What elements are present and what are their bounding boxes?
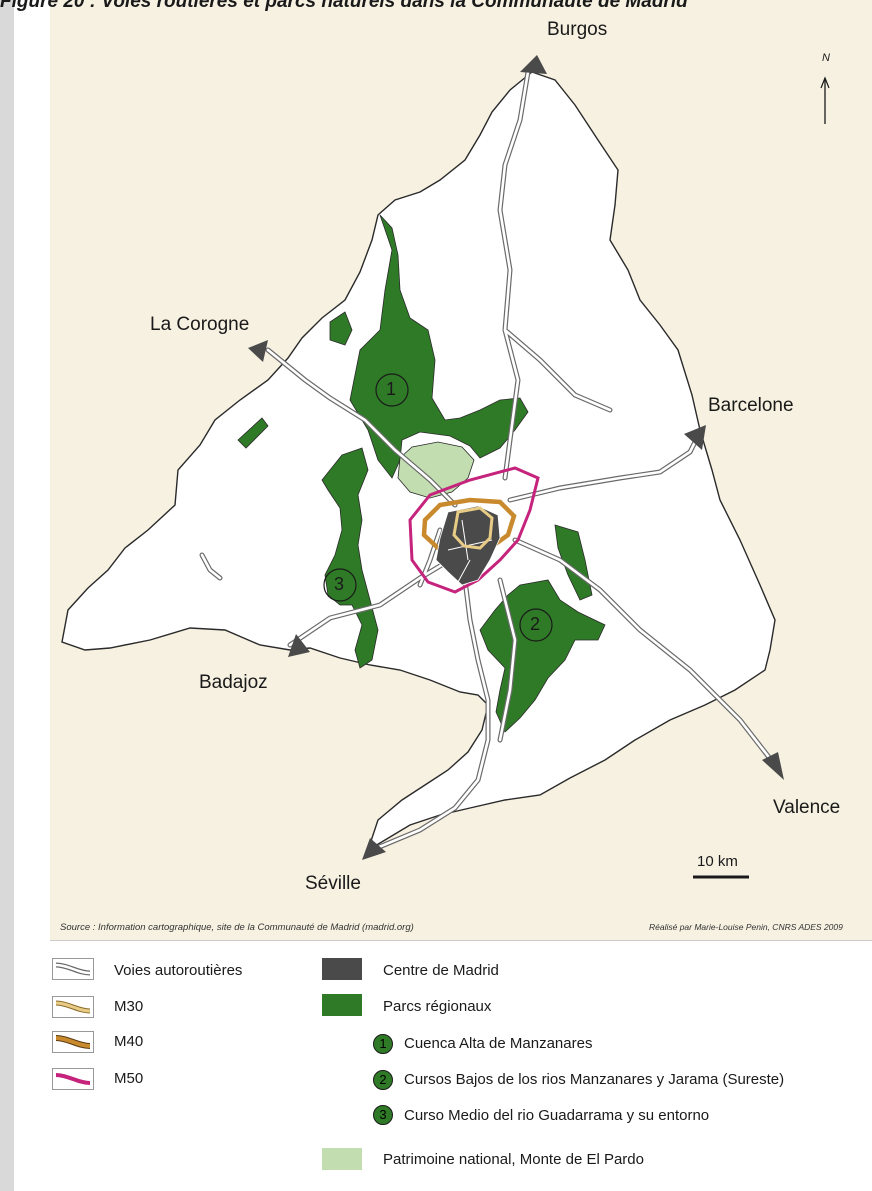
legend-symbol-parcs [322, 994, 362, 1016]
legend-park-label-2: Cursos Bajos de los rios Manzanares y Ja… [404, 1071, 785, 1088]
legend-label-parcs: Parcs régionaux [383, 998, 492, 1015]
city-label-valence: Valence [773, 797, 841, 818]
legend-symbol-m40 [52, 1031, 94, 1053]
park-guadarrama-extra [237, 417, 269, 449]
legend-park-num-3: 3 [373, 1105, 393, 1125]
legend-symbol-highway [52, 958, 94, 980]
park-cuenca-alta-extra [329, 311, 353, 346]
city-label-burgos: Burgos [547, 19, 608, 40]
legend-park-label-1: Cuenca Alta de Manzanares [404, 1035, 593, 1052]
city-label-badajoz: Badajoz [199, 672, 268, 693]
legend-symbol-m50 [52, 1068, 94, 1090]
legend-symbol-patrimoine [322, 1148, 362, 1170]
park-guadarrama [321, 447, 379, 669]
source-credit: Source : Information cartographique, sit… [60, 922, 414, 933]
legend-divider [50, 940, 872, 941]
legend-park-label-3: Curso Medio del rio Guadarrama y su ento… [404, 1107, 710, 1124]
park-number-1: 1 [386, 379, 397, 399]
page-margin-bar [0, 0, 14, 1191]
legend-label-m50: M50 [114, 1070, 144, 1087]
scale-label: 10 km [697, 853, 738, 870]
legend-label-highway: Voies autoroutières [114, 962, 243, 979]
city-label-barcelone: Barcelone [708, 395, 794, 416]
highways [199, 69, 778, 853]
legend-label-m30: M30 [114, 998, 144, 1015]
legend-symbol-centre [322, 958, 362, 980]
legend-label-patrimoine: Patrimoine national, Monte de El Pardo [383, 1151, 644, 1168]
park-cuenca-alta [349, 214, 529, 479]
park-number-circles [323, 373, 553, 642]
legend-park-num-2: 2 [373, 1070, 393, 1090]
legend-symbol-m30 [52, 996, 94, 1018]
m50-ring [408, 466, 540, 594]
north-label: N [822, 52, 830, 64]
park-number-2: 2 [530, 614, 541, 634]
direction-arrows [248, 55, 784, 860]
legend-park-num-1: 1 [373, 1034, 393, 1054]
city-label-la-corogne: La Corogne [150, 314, 250, 335]
legend-label-m40: M40 [114, 1033, 144, 1050]
park-sureste-extra [554, 524, 593, 601]
figure-title: Figure 20 : Voies routières et parcs nat… [0, 0, 688, 12]
legend-label-centre: Centre de Madrid [383, 962, 499, 979]
m30-ring [452, 506, 494, 550]
author-credit: Réalisé par Marie-Louise Penin, CNRS ADE… [649, 922, 843, 932]
m40-ring [421, 497, 517, 555]
north-arrow-icon [820, 76, 830, 124]
map-canvas [61, 55, 830, 879]
park-number-3: 3 [334, 574, 345, 594]
monte-el-pardo [397, 441, 475, 499]
city-label-seville: Séville [305, 873, 361, 894]
